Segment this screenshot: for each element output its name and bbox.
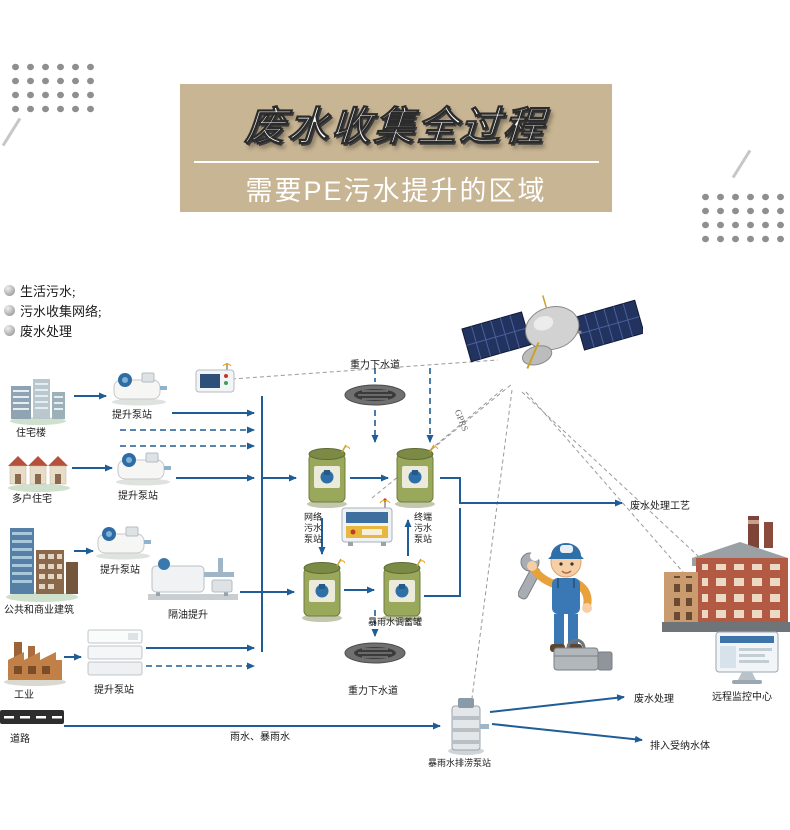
collector-lines bbox=[261, 396, 461, 652]
dot-grid-top-right-decoration bbox=[698, 190, 790, 246]
legend-item-wastewater-treatment: 废水处理 bbox=[4, 320, 102, 340]
label-treatment-process: 废水处理工艺 bbox=[630, 501, 690, 512]
label-terminal-pump-station: 终端污水泵站 bbox=[413, 512, 432, 544]
banner: 废水收集全过程 需要PE污水提升的区域 bbox=[180, 84, 612, 212]
label-monitor-center: 远程监控中心 bbox=[712, 692, 772, 703]
sewage-flow-arrows bbox=[64, 392, 643, 743]
legend-label: 生活污水; bbox=[20, 283, 76, 299]
multi-family-houses-icon bbox=[6, 450, 72, 492]
banner-subtitle: 需要PE污水提升的区域 bbox=[245, 176, 547, 206]
lift-pump-station-icon-1 bbox=[110, 368, 168, 406]
control-cabinet-icon bbox=[338, 498, 398, 548]
storm-tank-icon-left bbox=[299, 558, 345, 624]
dot-grid-top-left-decoration bbox=[8, 60, 100, 116]
road-icon bbox=[0, 706, 64, 728]
public-commercial-building-icon bbox=[4, 526, 80, 602]
legend-item-collection-network: 污水收集网络; bbox=[4, 300, 102, 320]
monitoring-computer-icon bbox=[712, 630, 782, 688]
grease-separator-lift-icon bbox=[146, 550, 240, 606]
gravity-sewer-manhole-icon-bottom bbox=[342, 640, 408, 666]
label-storm-drain-station: 暴雨水排涝泵站 bbox=[428, 758, 492, 768]
banner-title: 废水收集全过程 bbox=[243, 105, 548, 150]
label-network-pump-station: 网络污水泵站 bbox=[303, 512, 322, 544]
control-panel-icon bbox=[194, 362, 236, 394]
label-public-commercial: 公共和商业建筑 bbox=[4, 605, 74, 616]
label-residential: 住宅楼 bbox=[16, 428, 46, 439]
banner-divider bbox=[193, 161, 599, 163]
lift-pump-station-icon-2 bbox=[114, 448, 172, 486]
label-receiving-water: 排入受纳水体 bbox=[650, 741, 710, 752]
label-gravity-sewer-bottom: 重力下水道 bbox=[348, 686, 398, 697]
label-lift-station-2: 提升泵站 bbox=[118, 491, 158, 502]
network-dashed-arrows bbox=[120, 368, 434, 670]
toolbox-icon bbox=[552, 636, 614, 674]
label-lift-station-3: 提升泵站 bbox=[100, 565, 140, 576]
legend-bullet-icon bbox=[4, 304, 15, 316]
label-multi-family: 多户住宅 bbox=[12, 494, 52, 505]
gravity-sewer-manhole-icon-top bbox=[342, 382, 408, 408]
label-lift-station-1: 提升泵站 bbox=[112, 410, 152, 421]
label-storm-tank: 暴雨水调蓄罐 bbox=[368, 617, 423, 627]
legend-bullet-icon bbox=[4, 324, 15, 336]
label-grease-lift: 隔油提升 bbox=[168, 610, 208, 621]
residential-building-icon bbox=[8, 374, 68, 426]
label-road: 道路 bbox=[10, 734, 30, 745]
terminal-sewage-pump-tank-icon bbox=[392, 444, 438, 510]
label-treatment: 废水处理 bbox=[634, 694, 674, 705]
industrial-pump-station-icon bbox=[84, 624, 146, 680]
legend-label: 废水处理 bbox=[20, 323, 73, 339]
industry-factory-icon bbox=[2, 636, 68, 686]
storm-drainage-pump-icon bbox=[444, 694, 490, 756]
lift-pump-station-icon-3 bbox=[94, 522, 152, 560]
legend: 生活污水; 污水收集网络; 废水处理 bbox=[4, 280, 102, 340]
legend-label: 污水收集网络; bbox=[20, 303, 102, 319]
label-industry: 工业 bbox=[14, 690, 34, 701]
label-lift-station-4: 提升泵站 bbox=[94, 685, 134, 696]
label-rainwater: 雨水、暴雨水 bbox=[228, 728, 292, 743]
legend-bullet-icon bbox=[4, 284, 15, 296]
satellite-icon bbox=[458, 276, 645, 396]
treatment-plant-factory-icon bbox=[662, 514, 790, 636]
label-gravity-sewer-top: 重力下水道 bbox=[350, 360, 400, 371]
legend-item-domestic-sewage: 生活污水; bbox=[4, 280, 102, 300]
